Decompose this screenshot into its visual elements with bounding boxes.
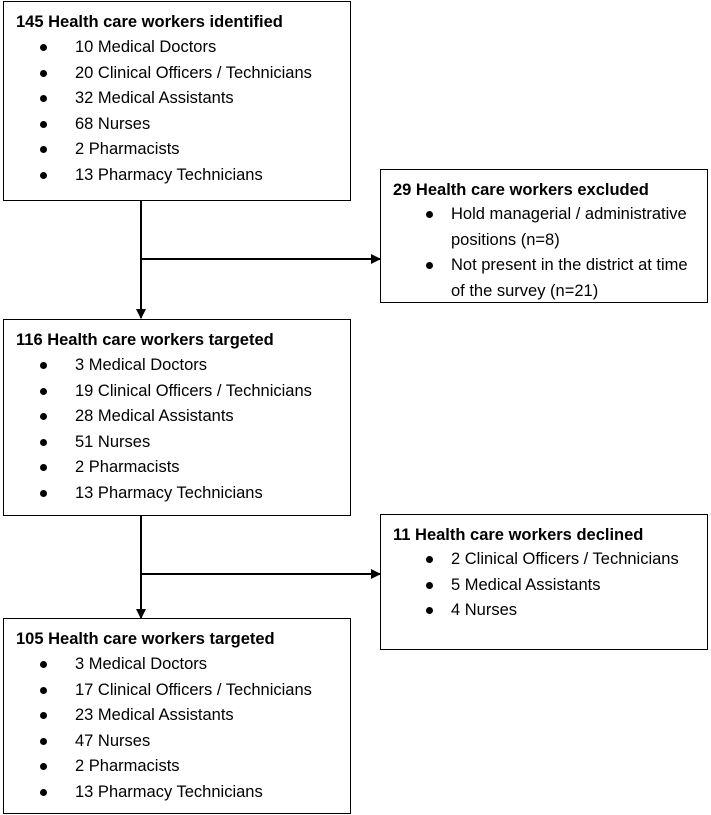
list-item: 13 Pharmacy Technicians — [16, 481, 340, 507]
list-item: 32 Medical Assistants — [16, 86, 340, 112]
list-item: 20 Clinical Officers / Technicians — [16, 61, 340, 87]
identified-list: 10 Medical Doctors 20 Clinical Officers … — [16, 35, 340, 189]
final-title: 105 Health care workers targeted — [16, 630, 275, 648]
declined-box: 11 Health care workers declined 2 Clinic… — [380, 514, 708, 650]
list-item: 13 Pharmacy Technicians — [16, 163, 340, 189]
list-item: Not present in the district at time of t… — [393, 253, 697, 304]
excluded-title: 29 Health care workers excluded — [393, 181, 649, 199]
list-item: 3 Medical Doctors — [16, 353, 340, 379]
list-item: 2 Clinical Officers / Technicians — [393, 547, 697, 573]
identified-title: 145 Health care workers identified — [16, 13, 283, 31]
list-item: 68 Nurses — [16, 112, 340, 138]
list-item: 2 Pharmacists — [16, 455, 340, 481]
list-item: 4 Nurses — [393, 598, 697, 624]
targeted-title: 116 Health care workers targeted — [16, 331, 274, 349]
list-item: 10 Medical Doctors — [16, 35, 340, 61]
list-item: 51 Nurses — [16, 430, 340, 456]
list-item: 3 Medical Doctors — [16, 652, 340, 678]
targeted-box: 116 Health care workers targeted 3 Medic… — [3, 319, 351, 516]
list-item: 13 Pharmacy Technicians — [16, 780, 340, 806]
declined-title: 11 Health care workers declined — [393, 526, 644, 544]
excluded-box: 29 Health care workers excluded Hold man… — [380, 169, 708, 303]
excluded-list: Hold managerial / administrative positio… — [393, 202, 697, 304]
list-item: Hold managerial / administrative positio… — [393, 202, 697, 253]
final-list: 3 Medical Doctors 17 Clinical Officers /… — [16, 652, 340, 806]
list-item: 5 Medical Assistants — [393, 573, 697, 599]
targeted-list: 3 Medical Doctors 19 Clinical Officers /… — [16, 353, 340, 507]
list-item: 19 Clinical Officers / Technicians — [16, 379, 340, 405]
list-item: 47 Nurses — [16, 729, 340, 755]
list-item: 2 Pharmacists — [16, 137, 340, 163]
list-item: 17 Clinical Officers / Technicians — [16, 678, 340, 704]
list-item: 28 Medical Assistants — [16, 404, 340, 430]
list-item: 23 Medical Assistants — [16, 703, 340, 729]
list-item: 2 Pharmacists — [16, 754, 340, 780]
declined-list: 2 Clinical Officers / Technicians 5 Medi… — [393, 547, 697, 624]
identified-box: 145 Health care workers identified 10 Me… — [3, 1, 351, 201]
final-box: 105 Health care workers targeted 3 Medic… — [3, 618, 351, 814]
